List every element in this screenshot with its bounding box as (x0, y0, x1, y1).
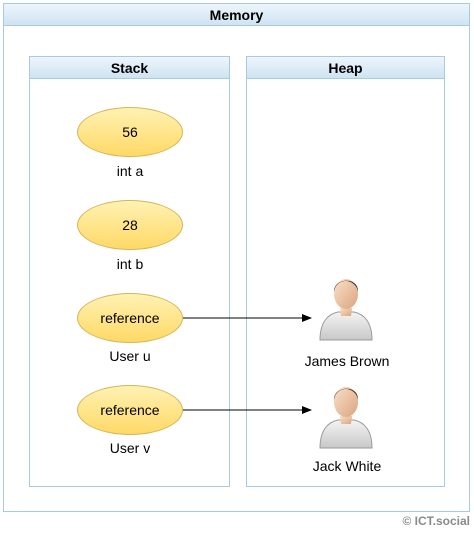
stack-label-int-a: int a (116, 163, 144, 179)
stack-reference-v: reference (77, 385, 183, 435)
stack-value-int-a: 56 (77, 107, 183, 157)
memory-title: Memory (4, 4, 469, 26)
heap-object-name-2: Jack White (312, 458, 382, 474)
heap-title: Heap (247, 57, 444, 79)
user-icon (319, 387, 373, 449)
stack-title: Stack (30, 57, 229, 79)
stack-label-user-u: User u (109, 348, 151, 364)
heap-object-name-1: James Brown (304, 353, 390, 369)
copyright-footer: © ICT.social (402, 514, 470, 528)
stack-value-int-b: 28 (77, 200, 183, 250)
user-icon (319, 279, 373, 341)
stack-label-int-b: int b (116, 256, 144, 272)
stack-reference-u: reference (77, 293, 183, 343)
stack-label-user-v: User v (109, 440, 151, 456)
